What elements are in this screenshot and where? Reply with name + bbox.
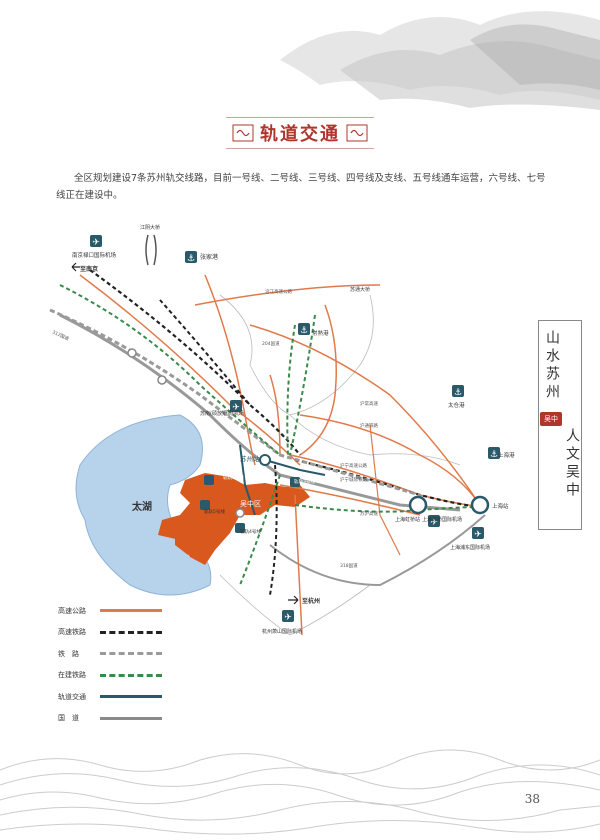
svg-text:常熟港: 常熟港 (312, 329, 329, 337)
svg-text:✈: ✈ (284, 613, 292, 623)
banner-frame (538, 320, 582, 530)
airport-icon: ✈ (428, 515, 440, 528)
svg-text:上海浦东国际机场: 上海浦东国际机场 (450, 544, 490, 551)
ornament-left-icon (232, 124, 254, 142)
intro-paragraph: 全区规划建设7条苏州轨交线路，目前一号线、二号线、三号线、四号线及支线、五号线通… (56, 173, 546, 201)
ornament-right-icon (346, 124, 368, 142)
banner-text-1: 山水苏州 (544, 330, 560, 402)
svg-text:⚓: ⚓ (187, 254, 195, 264)
svg-text:苏南(硕放)国际机场: 苏南(硕放)国际机场 (200, 410, 244, 417)
svg-text:上海港: 上海港 (498, 451, 515, 459)
wave-decoration (0, 749, 600, 835)
airport-icon: ✈ (90, 235, 102, 248)
svg-text:沪宁城际铁路: 沪宁城际铁路 (340, 476, 367, 483)
page-number: 38 (524, 792, 540, 806)
legend-label: 国 道 (58, 714, 79, 723)
svg-text:杭州萧山国际机场: 杭州萧山国际机场 (262, 628, 302, 635)
port-icon: ⚓ (185, 251, 197, 264)
road-g318 (269, 514, 486, 587)
station-hongqiao (408, 495, 428, 515)
map-legend: 高速公路高速铁路铁 路在建铁路轨道交通国 道 (58, 600, 168, 729)
title-bar: 轨道交通 (0, 117, 600, 149)
legend-row: 国 道 (58, 708, 168, 730)
legend-row: 高速公路 (58, 600, 168, 622)
svg-text:沿江高速公路: 沿江高速公路 (265, 288, 292, 295)
svg-text:至南京: 至南京 (80, 265, 98, 273)
legend-row: 轨道交通 (58, 686, 168, 708)
legend-swatch (100, 673, 162, 677)
hsr-jinghu (89, 269, 301, 456)
legend-label: 铁 路 (58, 649, 79, 658)
svg-text:苏通大桥: 苏通大桥 (350, 286, 370, 293)
wuzhong-island (175, 527, 198, 555)
legend-label: 高速铁路 (58, 628, 86, 637)
svg-text:✈: ✈ (474, 530, 482, 540)
legend-swatch (100, 716, 162, 720)
svg-text:南京禄口国际机场: 南京禄口国际机场 (72, 251, 117, 259)
svg-text:上海虹桥国际机场: 上海虹桥国际机场 (422, 516, 462, 523)
svg-text:轨轨5号线: 轨轨5号线 (204, 508, 225, 515)
svg-text:太仓港: 太仓港 (448, 401, 465, 409)
svg-text:312国道: 312国道 (51, 328, 70, 342)
transport-map: ✈ ✈ ✈ ✈ ✈ ⚓ ⚓ ⚓ ⚓ 太湖 吴中区 苏州站 (49, 224, 515, 636)
lake-label: 太湖 (131, 500, 152, 513)
banner-text-2: 人文吴中 (564, 428, 580, 500)
port-icon: ⚓ (488, 447, 500, 460)
legend-row: 在建铁路 (58, 665, 168, 687)
port-icon: ⚓ (298, 323, 310, 336)
svg-text:⚓: ⚓ (300, 326, 308, 336)
svg-text:204国道: 204国道 (262, 340, 280, 347)
legend-label: 高速公路 (58, 606, 86, 615)
svg-text:沪宁高速公路: 沪宁高速公路 (340, 462, 367, 469)
suzhou-station-label: 苏州站 (240, 454, 260, 463)
side-banner: 山水苏州 吴中 人文吴中 (538, 320, 582, 530)
train-icon (200, 475, 300, 533)
banner-tag: 吴中 (540, 412, 562, 426)
svg-text:轨轨3号线: 轨轨3号线 (294, 478, 315, 485)
svg-text:轨轨1号线: 轨轨1号线 (223, 474, 244, 481)
svg-text:318国道: 318国道 (340, 562, 358, 569)
legend-swatch (100, 630, 162, 634)
svg-text:上海站: 上海站 (492, 502, 509, 510)
legend-swatch (100, 695, 162, 699)
legend-label: 在建铁路 (58, 671, 86, 680)
svg-text:苏沪高速: 苏沪高速 (360, 510, 378, 517)
mountain-decoration (280, 11, 600, 110)
district-label: 吴中区 (240, 499, 261, 508)
svg-text:沪常高速: 沪常高速 (360, 400, 378, 407)
svg-text:✈: ✈ (92, 238, 100, 248)
port-icon: ⚓ (452, 385, 464, 398)
legend-swatch (100, 609, 162, 613)
svg-text:⚓: ⚓ (490, 450, 498, 460)
svg-text:✈: ✈ (430, 518, 438, 528)
svg-text:沪通铁路: 沪通铁路 (360, 422, 378, 429)
svg-text:⚓: ⚓ (454, 388, 462, 398)
airport-icon: ✈ (230, 400, 242, 413)
legend-row: 铁 路 (58, 643, 168, 665)
page-title: 轨道交通 (260, 124, 340, 145)
airport-icon: ✈ (472, 527, 484, 540)
legend-row: 高速铁路 (58, 622, 168, 644)
legend-swatch (100, 652, 162, 656)
airport-icon: ✈ (282, 610, 294, 623)
station-shanghai (470, 495, 490, 515)
svg-text:✈: ✈ (232, 403, 240, 413)
svg-text:至杭州: 至杭州 (302, 597, 320, 605)
svg-text:张家港: 张家港 (200, 253, 218, 261)
legend-label: 轨道交通 (58, 692, 86, 701)
svg-text:上海虹桥站: 上海虹桥站 (395, 516, 420, 523)
station-suzhou (259, 454, 271, 466)
svg-text:轨轨4号线: 轨轨4号线 (240, 528, 261, 535)
svg-text:江阴大桥: 江阴大桥 (140, 224, 160, 231)
title-frame: 轨道交通 (226, 117, 374, 149)
